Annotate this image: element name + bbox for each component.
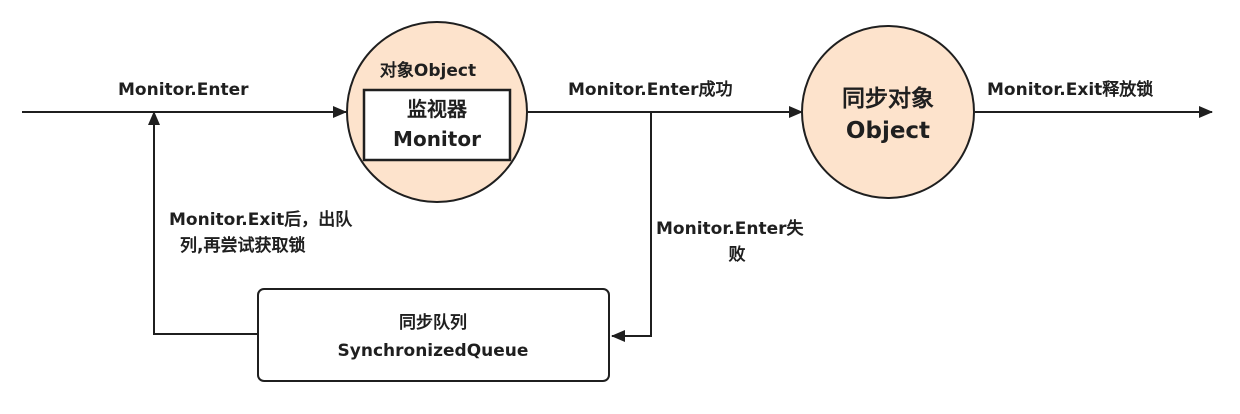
- label-enter-success: Monitor.Enter成功: [568, 79, 733, 100]
- monitor-inner-box: [362, 88, 512, 162]
- sync-object-circle: [801, 25, 975, 199]
- sync-object-line2: Object: [846, 118, 930, 144]
- label-enter-fail-line1: Monitor.Enter失: [656, 218, 805, 239]
- label-exit-then-line1: Monitor.Exit后，出队: [169, 209, 353, 230]
- label-enter-fail-line2: 败: [729, 244, 746, 265]
- sync-object-line1: 同步对象: [842, 85, 934, 112]
- sync-queue-line2: SynchronizedQueue: [338, 341, 529, 361]
- label-exit-release: Monitor.Exit释放锁: [987, 79, 1153, 100]
- monitor-inner-line2: Monitor: [393, 127, 481, 151]
- enter-fail-connector: [611, 112, 652, 342]
- sync-queue-line1: 同步队列: [399, 312, 467, 333]
- sync-queue-node: 同步队列 SynchronizedQueue: [257, 288, 610, 382]
- label-exit-then-line2: 列,再尝试获取锁: [180, 235, 305, 256]
- sync-queue-box: [257, 288, 610, 382]
- retry-connector: [148, 111, 258, 335]
- sync-object-node: 同步对象 Object: [801, 25, 975, 199]
- label-monitor-enter: Monitor.Enter: [118, 80, 249, 100]
- monitor-node: 对象Object 监视器 Monitor: [346, 21, 528, 203]
- monitor-inner-line1: 监视器: [407, 97, 468, 121]
- monitor-outer-label: 对象Object: [380, 60, 476, 81]
